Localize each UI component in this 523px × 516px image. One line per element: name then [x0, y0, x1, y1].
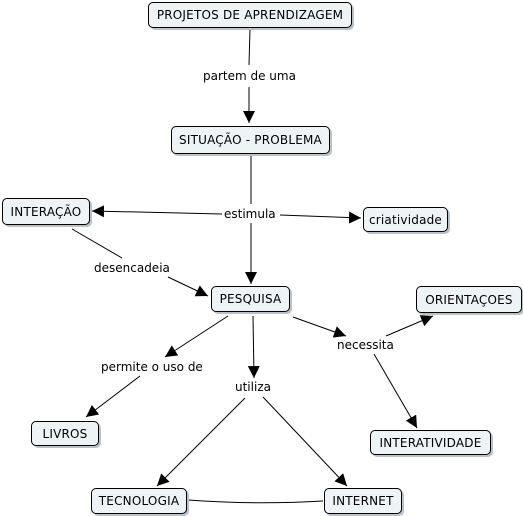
node-projetos-de-aprendizagem[interactable]: PROJETOS DE APRENDIZAGEM [148, 2, 352, 28]
phrase-necessita: necessita [335, 338, 396, 352]
node-pesquisa[interactable]: PESQUISA [211, 286, 290, 312]
edge-tecnologia-internet [187, 499, 324, 504]
edge-estimula-criatividade [279, 211, 362, 224]
node-criatividade[interactable]: criatividade [363, 207, 448, 232]
phrase-estimula: estimula [222, 207, 278, 221]
edge-utiliza-tecnologia [156, 397, 246, 487]
edge-projetos-partem [248, 28, 251, 66]
node-internet[interactable]: INTERNET [324, 488, 402, 514]
node-tecnologia[interactable]: TECNOLOGIA [91, 488, 187, 514]
node-interatividade[interactable]: INTERATIVIDADE [370, 430, 491, 455]
edge-desencadeia-pesquisa [167, 276, 209, 297]
edge-pesquisa-permite [164, 315, 229, 358]
edge-necessita-interatividade [373, 353, 418, 429]
node-situacao-problema[interactable]: SITUAÇÃO - PROBLEMA [171, 126, 330, 154]
edge-estimula-interacao [91, 205, 223, 218]
phrase-desencadeia: desencadeia [92, 261, 172, 275]
edge-utiliza-internet [262, 396, 348, 487]
node-interacao[interactable]: INTERAÇÃO [2, 198, 90, 225]
phrase-permite-o-uso-de: permite o uso de [99, 360, 205, 374]
phrase-partem-de-uma: partem de uma [201, 69, 298, 83]
edge-pesquisa-utiliza [247, 315, 260, 379]
node-orientacoes[interactable]: ORIENTAÇOES [416, 286, 522, 313]
edge-necessita-orientacoes [385, 315, 434, 337]
edge-pesquisa-necessita [292, 316, 347, 338]
node-livros[interactable]: LIVROS [31, 421, 99, 446]
edge-permite-livros [85, 375, 141, 418]
phrase-utiliza: utiliza [233, 380, 273, 394]
edge-interacao-desencadeia [71, 228, 123, 259]
